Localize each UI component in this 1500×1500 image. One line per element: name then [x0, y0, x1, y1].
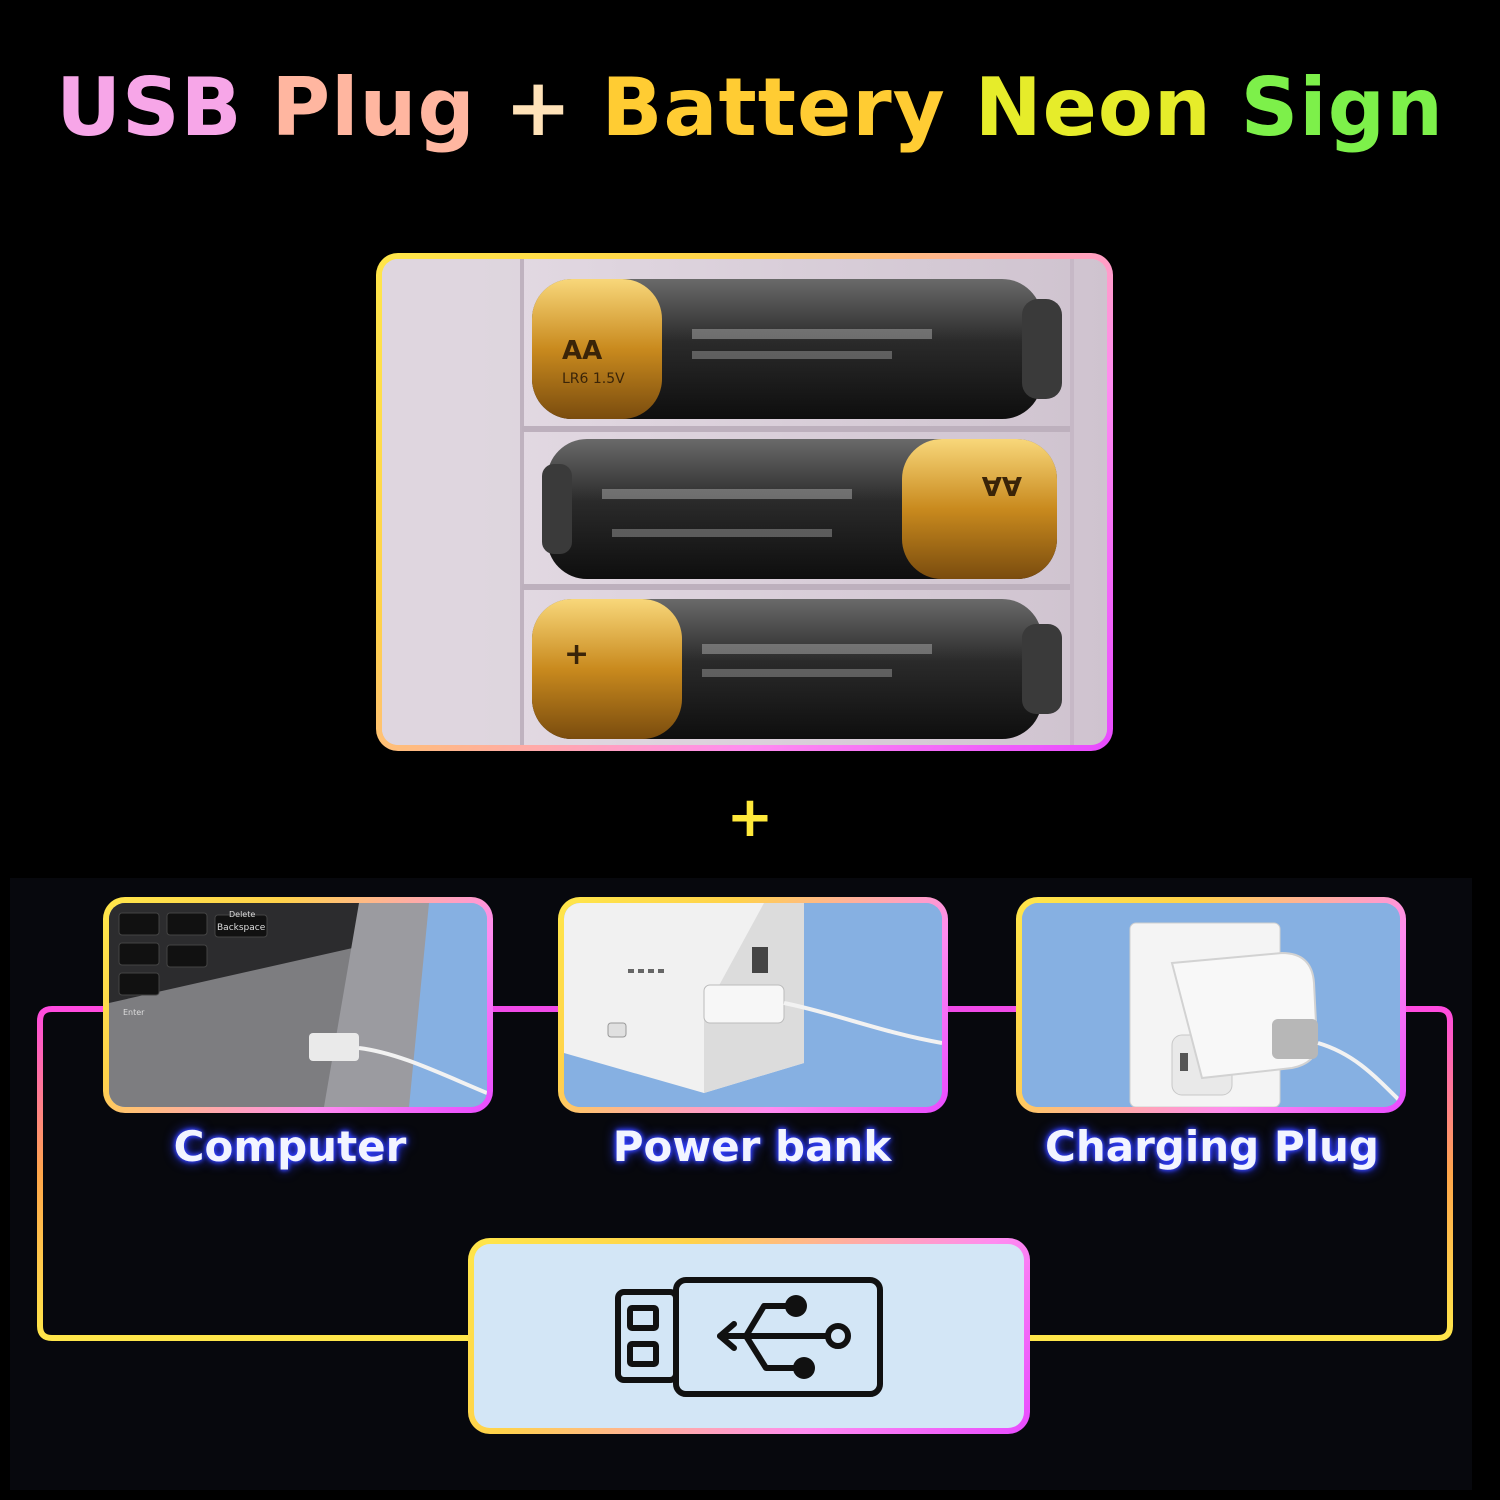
battery-box-photo: AA LR6 1.5V AA +	[382, 259, 1107, 745]
battery-middle: AA	[542, 439, 1057, 579]
battery-middle-label: AA	[982, 470, 1022, 500]
usb-stick-icon	[615, 1277, 883, 1397]
battery-bottom-plus: +	[564, 637, 589, 672]
usb-plug-computer	[309, 1033, 359, 1061]
connector-left	[37, 1006, 470, 1341]
title-word-usb: USB	[56, 61, 243, 154]
title-word-sign: Sign	[1240, 61, 1444, 154]
wall-outlet-illustration	[1022, 903, 1400, 1107]
label-power-bank: Power bank	[612, 1122, 892, 1171]
title-plus: +	[504, 61, 573, 154]
title-word-plug: Plug	[271, 61, 476, 154]
charging-plug-photo	[1022, 903, 1400, 1107]
label-computer: Computer	[173, 1122, 407, 1171]
page-title: USB Plug + Battery Neon Sign	[0, 68, 1500, 148]
connector-right	[1030, 1006, 1453, 1341]
power-bank-card	[558, 897, 948, 1113]
computer-photo: Backspace Delete Enter	[109, 903, 487, 1107]
laptop-illustration: Backspace Delete Enter	[109, 903, 487, 1107]
usb-icon-card	[468, 1238, 1030, 1434]
usb-icon-area	[474, 1244, 1024, 1428]
power-bank-photo	[564, 903, 942, 1107]
battery-top: AA LR6 1.5V	[532, 279, 1062, 419]
usb-symbol-icon	[717, 1303, 851, 1371]
title-word-neon: Neon	[974, 61, 1212, 154]
charging-plug-card	[1016, 897, 1406, 1113]
panel-bottom-edge	[0, 1490, 1500, 1500]
battery-box-frame: AA LR6 1.5V AA +	[376, 253, 1113, 751]
battery-top-label: AA	[562, 336, 602, 366]
key-enter: Enter	[123, 1008, 145, 1017]
label-charging-plug: Charging Plug	[1045, 1122, 1379, 1171]
key-backspace: Backspace	[217, 923, 266, 933]
usb-plug-powerbank	[703, 984, 785, 1024]
battery-bottom: +	[532, 599, 1062, 739]
battery-illustration: AA LR6 1.5V AA +	[382, 259, 1107, 745]
battery-top-sublabel: LR6 1.5V	[562, 371, 625, 387]
title-word-battery: Battery	[601, 61, 946, 154]
computer-card: Backspace Delete Enter	[103, 897, 493, 1113]
plus-sign: +	[726, 785, 774, 850]
power-bank-illustration	[564, 903, 942, 1107]
key-delete: Delete	[229, 910, 255, 919]
